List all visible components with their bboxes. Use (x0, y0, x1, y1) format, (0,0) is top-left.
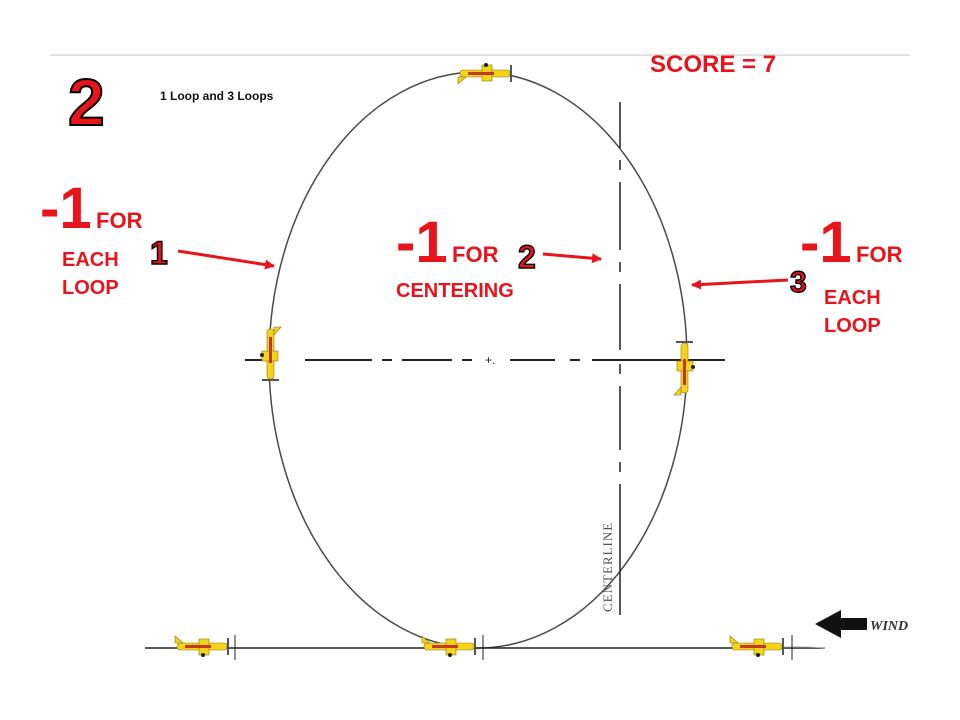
reason-label-center: CENTERING (396, 280, 514, 302)
airplane-icon (457, 62, 513, 85)
airplane-icon (174, 635, 230, 658)
marker-3: 3 (790, 266, 807, 299)
airplane-icon (259, 326, 282, 382)
centerline-label: CENTERLINE (600, 522, 615, 612)
reason-line-1: EACH (824, 287, 881, 309)
for-label: FOR (96, 208, 143, 233)
score-equals: = (742, 51, 757, 78)
deduction-each-loop-left: -1 FOR (40, 180, 142, 238)
marker-1: 1 (150, 235, 168, 271)
red-arrow-icon (177, 249, 275, 270)
airplane-icon (729, 635, 785, 658)
for-label: FOR (452, 242, 499, 267)
penalty-value: -1 (396, 210, 448, 275)
marker-2: 2 (518, 239, 536, 275)
reason-line-1: EACH (62, 249, 119, 271)
reason-label-left: EACH LOOP (62, 246, 119, 302)
maneuver-number: 2 (68, 65, 105, 139)
penalty-value: -1 (40, 176, 92, 241)
red-arrow-icon (542, 252, 602, 264)
deduction-each-loop-right: -1 FOR (800, 214, 902, 272)
airplane-icon (673, 340, 696, 396)
wind-arrow-icon (815, 610, 867, 638)
airplane-icon (421, 635, 477, 658)
reason-line-2: LOOP (62, 277, 119, 299)
wind-label: WIND (870, 619, 908, 634)
score-label: SCORE (650, 51, 736, 78)
penalty-value: -1 (800, 210, 852, 275)
reason-line-2: LOOP (824, 315, 881, 337)
center-mark: +. (485, 353, 495, 367)
red-arrow-icon (691, 278, 789, 290)
score: SCORE = 7 (650, 51, 776, 79)
reason-label-right: EACH LOOP (824, 284, 881, 340)
for-label: FOR (856, 242, 903, 267)
deduction-centering: -1 FOR (396, 214, 498, 272)
maneuver-title: 1 Loop and 3 Loops (160, 89, 274, 103)
score-value: 7 (762, 51, 777, 78)
